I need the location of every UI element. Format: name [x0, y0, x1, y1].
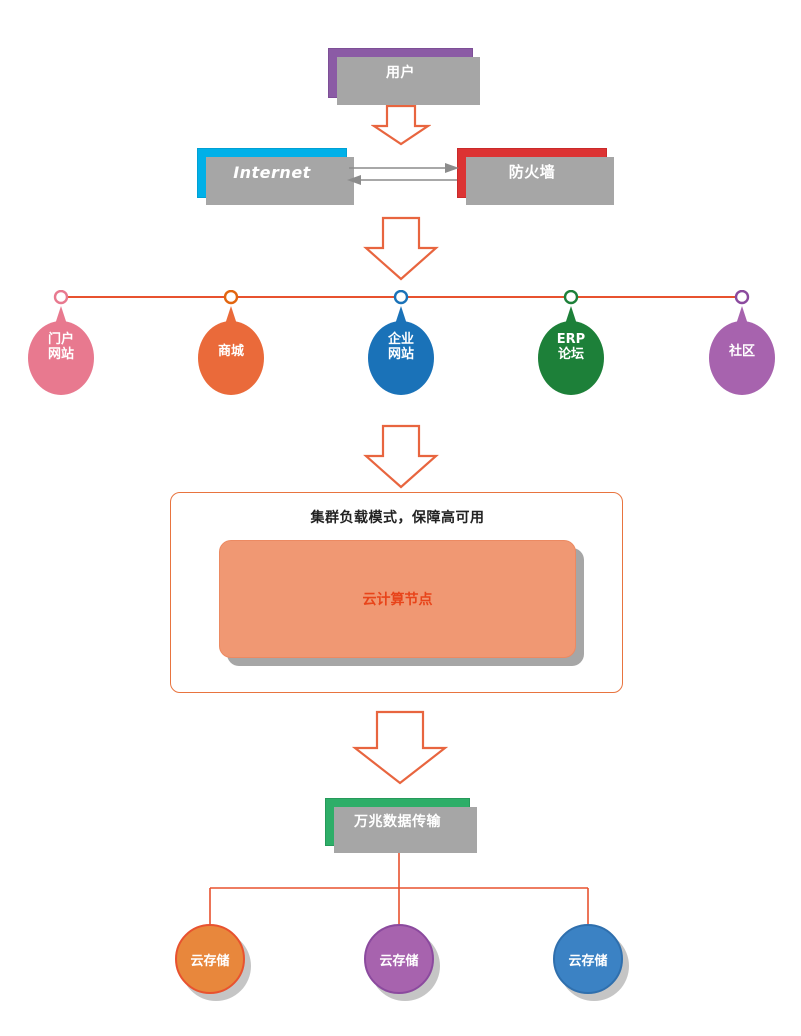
site-node-ring [734, 289, 750, 305]
storage-node-label: 云存储 [568, 953, 608, 969]
internet-node[interactable]: Internet [197, 148, 354, 205]
storage-node-label: 云存储 [379, 953, 419, 969]
site-node-3[interactable]: 企业网站 [346, 289, 456, 405]
site-node-pin-shape [368, 289, 434, 395]
down-arrow-network-to-sites [363, 216, 439, 281]
site-node-1[interactable]: 门户网站 [6, 289, 116, 405]
site-node-tip [216, 306, 246, 352]
site-node-tip [46, 306, 76, 352]
site-node-2[interactable]: 商城 [176, 289, 286, 405]
site-node-ring [53, 289, 69, 305]
cloud-compute-node[interactable]: 云计算节点 [219, 540, 576, 658]
firewall-to-internet-arrow [347, 175, 457, 185]
storage-node-1[interactable]: 云存储 [175, 924, 245, 994]
user-node-label: 用户 [386, 64, 415, 81]
down-arrow-user-to-network [371, 104, 431, 146]
down-arrow-cluster-to-transfer [352, 710, 448, 785]
cluster-title: 集群负载模式，保障高可用 [310, 510, 485, 526]
internet-to-firewall-arrow [349, 163, 459, 173]
storage-connector-tree [209, 846, 589, 924]
firewall-node-label: 防火墙 [508, 163, 556, 182]
site-node-pin-shape [709, 289, 775, 395]
site-node-ring [563, 289, 579, 305]
storage-node-3[interactable]: 云存储 [553, 924, 623, 994]
site-node-ring [393, 289, 409, 305]
site-node-tip [556, 306, 586, 352]
site-node-pin-shape [198, 289, 264, 395]
down-arrow-sites-to-cluster [363, 424, 439, 489]
user-node-shadow [337, 57, 480, 105]
site-node-ring [223, 289, 239, 305]
cloud-compute-node-label: 云计算节点 [362, 592, 433, 608]
cluster-container: 集群负载模式，保障高可用 云计算节点 [170, 492, 623, 693]
storage-node-label: 云存储 [190, 953, 230, 969]
site-node-pin-shape [538, 289, 604, 395]
data-transfer-node-label: 万兆数据传输 [354, 813, 441, 830]
data-transfer-node[interactable]: 万兆数据传输 [325, 798, 477, 853]
internet-node-shadow [206, 157, 354, 205]
site-node-pin-shape [28, 289, 94, 395]
site-node-tip [386, 306, 416, 352]
network-exchange-arrows [347, 163, 459, 185]
firewall-node-shadow [466, 157, 614, 205]
storage-node-2[interactable]: 云存储 [364, 924, 434, 994]
firewall-node[interactable]: 防火墙 [457, 148, 614, 205]
user-node[interactable]: 用户 [328, 48, 480, 105]
site-node-5[interactable]: 社区 [687, 289, 797, 405]
data-transfer-node-shadow [334, 807, 477, 853]
site-node-tip [727, 306, 757, 352]
internet-node-label: Internet [233, 162, 311, 182]
